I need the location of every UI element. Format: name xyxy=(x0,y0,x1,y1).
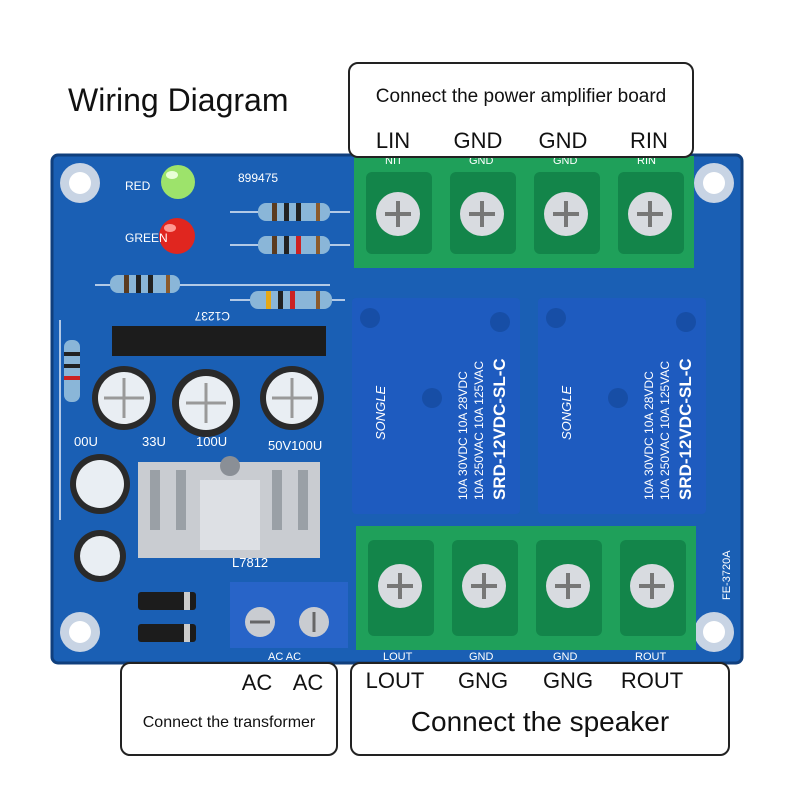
terminal-label-gng-2: GNG xyxy=(542,668,594,693)
relay-right-brand: SONGLE xyxy=(559,385,574,440)
diagram-title: Wiring Diagram xyxy=(68,82,289,118)
ac-silkscreen: AC AC xyxy=(268,651,301,663)
relay-left-rating-2: 10A 30VDC 10A 28VDC xyxy=(456,371,470,500)
cap-label-3: 50V100U xyxy=(268,438,322,453)
ic-bar xyxy=(112,326,326,356)
resistors xyxy=(64,203,332,402)
transformer-callout-box: Connect the transformer xyxy=(120,662,338,756)
silk-bottom-1: LOUT xyxy=(383,651,413,663)
terminal-label-gnd-1: GND xyxy=(453,128,503,153)
cap-label-1: 33U xyxy=(142,434,166,449)
terminal-label-rin: RIN xyxy=(630,128,668,153)
silk-bottom-4: ROUT xyxy=(635,651,666,663)
relay-right-rating-2: 10A 30VDC 10A 28VDC xyxy=(642,371,656,500)
relay-left xyxy=(352,298,520,514)
relay-right-model: SRD-12VDC-SL-C xyxy=(676,358,695,500)
transistor-label: C1237 xyxy=(194,309,230,323)
led-label-green: GREEN xyxy=(125,231,168,245)
silk-bottom-3: GND xyxy=(553,651,578,663)
terminal-label-lout: LOUT xyxy=(365,668,425,693)
terminal-label-rout: ROUT xyxy=(620,668,684,693)
amp-callout-box: Connect the power amplifier board xyxy=(348,62,694,158)
cap-label-4: 00U xyxy=(74,434,98,449)
terminal-label-gng-1: GNG xyxy=(457,668,509,693)
capacitors xyxy=(70,366,324,582)
mounting-holes xyxy=(60,163,734,652)
terminal-label-lin: LIN xyxy=(375,128,411,153)
silk-top-4: RIN xyxy=(637,155,656,167)
relay-right xyxy=(538,298,706,514)
terminal-label-ac-2: AC xyxy=(292,670,324,695)
led-green xyxy=(161,165,195,199)
relay-left-brand: SONGLE xyxy=(373,385,388,440)
led-red xyxy=(159,218,195,254)
terminal-label-ac-1: AC xyxy=(241,670,273,695)
silk-top-2: GND xyxy=(469,155,494,167)
regulator-label: L7812 xyxy=(232,555,268,570)
relay-left-rating-1: 10A 250VAC 10A 125VAC xyxy=(472,361,486,500)
transformer-callout-title: Connect the transformer xyxy=(142,714,316,731)
silk-bottom-2: GND xyxy=(469,651,494,663)
serial-number: 899475 xyxy=(238,171,278,185)
bottom-terminal-block xyxy=(356,526,696,650)
silk-top-1: NIT xyxy=(385,155,403,167)
amp-callout-title: Connect the power amplifier board xyxy=(375,86,667,107)
ac-terminal-block xyxy=(230,582,348,648)
led-label-red: RED xyxy=(125,179,151,193)
silk-top-3: GND xyxy=(553,155,578,167)
relay-left-model: SRD-12VDC-SL-C xyxy=(490,358,509,500)
speaker-callout-box: Connect the speaker xyxy=(350,662,730,756)
diodes xyxy=(138,592,196,642)
top-terminal-block xyxy=(354,156,694,268)
board-code: FE-3720A xyxy=(721,550,733,600)
heatsink xyxy=(138,456,320,558)
terminal-label-gnd-2: GND xyxy=(538,128,588,153)
cap-label-2: 100U xyxy=(196,434,227,449)
relay-right-rating-1: 10A 250VAC 10A 125VAC xyxy=(658,361,672,500)
speaker-callout-title: Connect the speaker xyxy=(410,706,670,737)
